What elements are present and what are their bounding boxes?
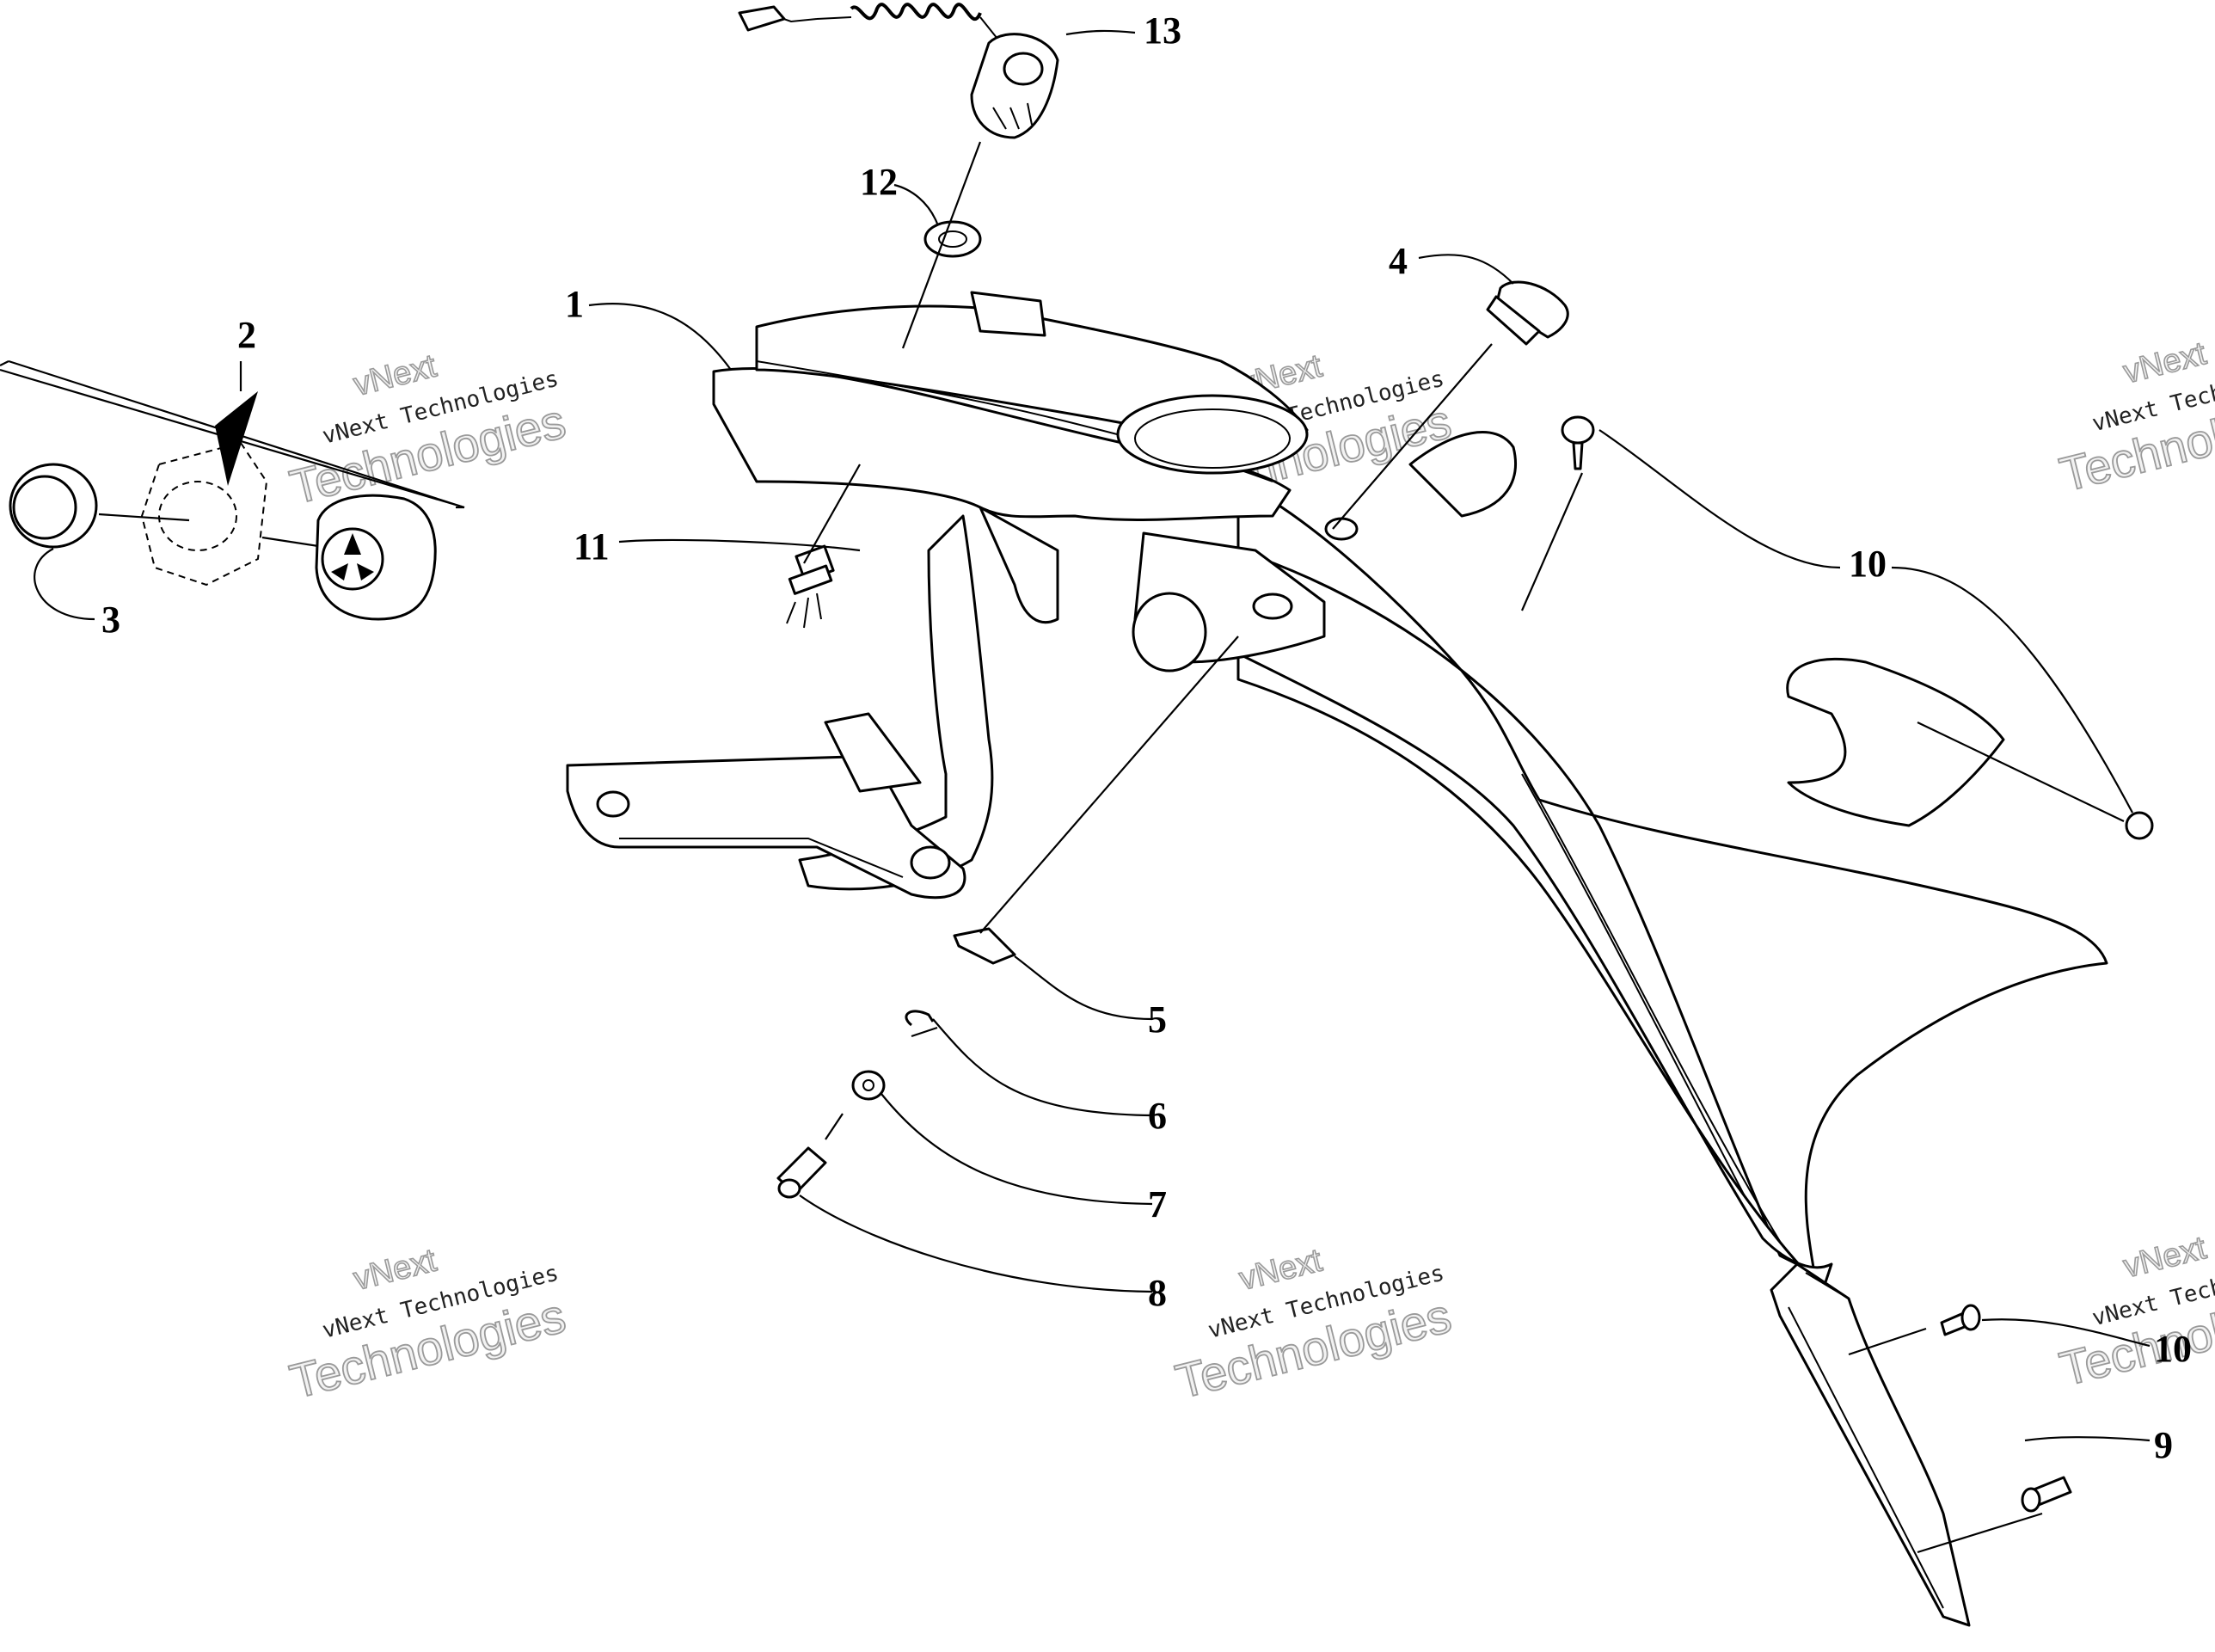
- callout-8: 8: [1148, 1272, 1167, 1314]
- part-4-knob: [1486, 280, 1569, 346]
- part-12-grommet: [923, 220, 982, 258]
- callout-5: 5: [1148, 998, 1167, 1041]
- callout-11: 11: [574, 525, 610, 568]
- watermark-vnext: vNext: [2120, 335, 2210, 390]
- part-8-bolt: [776, 1146, 827, 1199]
- part-3-ring: [9, 463, 98, 549]
- leader-lines: [0, 29, 2151, 1554]
- watermark-vnext: vNext: [350, 1243, 440, 1298]
- callout-labels: 1 2 3 4 5 6 7 8 9 10 10 11 12 13: [101, 9, 2192, 1466]
- watermark-bottom-left: vNext vNext Technologies Technologies: [284, 1242, 571, 1409]
- callout-3: 3: [101, 599, 120, 641]
- callout-2: 2: [237, 314, 256, 356]
- part-7-washer: [851, 1070, 886, 1101]
- callout-12: 12: [860, 161, 898, 203]
- watermark-vnext: vNext: [2120, 1230, 2210, 1285]
- part-13-tether-key: [738, 3, 1059, 139]
- part-10-screw-top: [1561, 415, 1595, 470]
- watermark-top-left: vNext vNext Technologies Technologies: [284, 347, 571, 515]
- callout-7: 7: [1148, 1183, 1167, 1225]
- part-10-screw-bottom: [1940, 1304, 1981, 1336]
- part-9-screw: [2021, 1476, 2072, 1513]
- callout-10-top: 10: [1849, 543, 1887, 585]
- part-2-grommet: [315, 494, 437, 621]
- part-5-clip: [953, 927, 1016, 965]
- callout-10-bottom: 10: [2154, 1328, 2192, 1370]
- callout-6: 6: [1148, 1095, 1167, 1137]
- watermark-vnext: vNext: [1236, 1243, 1326, 1298]
- callout-13: 13: [1144, 9, 1181, 52]
- license-plate-bracket: [1770, 1262, 1971, 1627]
- console-body: [566, 291, 2108, 1292]
- part-11-switch: [786, 544, 835, 629]
- watermark-vnext: vNext: [350, 348, 440, 403]
- watermark-top-right: vNext vNext Technologies Technologies: [2053, 335, 2215, 502]
- part-6-spring: [905, 1010, 935, 1027]
- callout-4: 4: [1389, 240, 1408, 282]
- watermark-bottom-center: vNext vNext Technologies Technologies: [1169, 1242, 1457, 1409]
- callout-9: 9: [2154, 1424, 2173, 1466]
- part-2-sleeve: [140, 391, 268, 586]
- part-10-screw-right: [2125, 811, 2154, 840]
- callout-1: 1: [565, 283, 584, 325]
